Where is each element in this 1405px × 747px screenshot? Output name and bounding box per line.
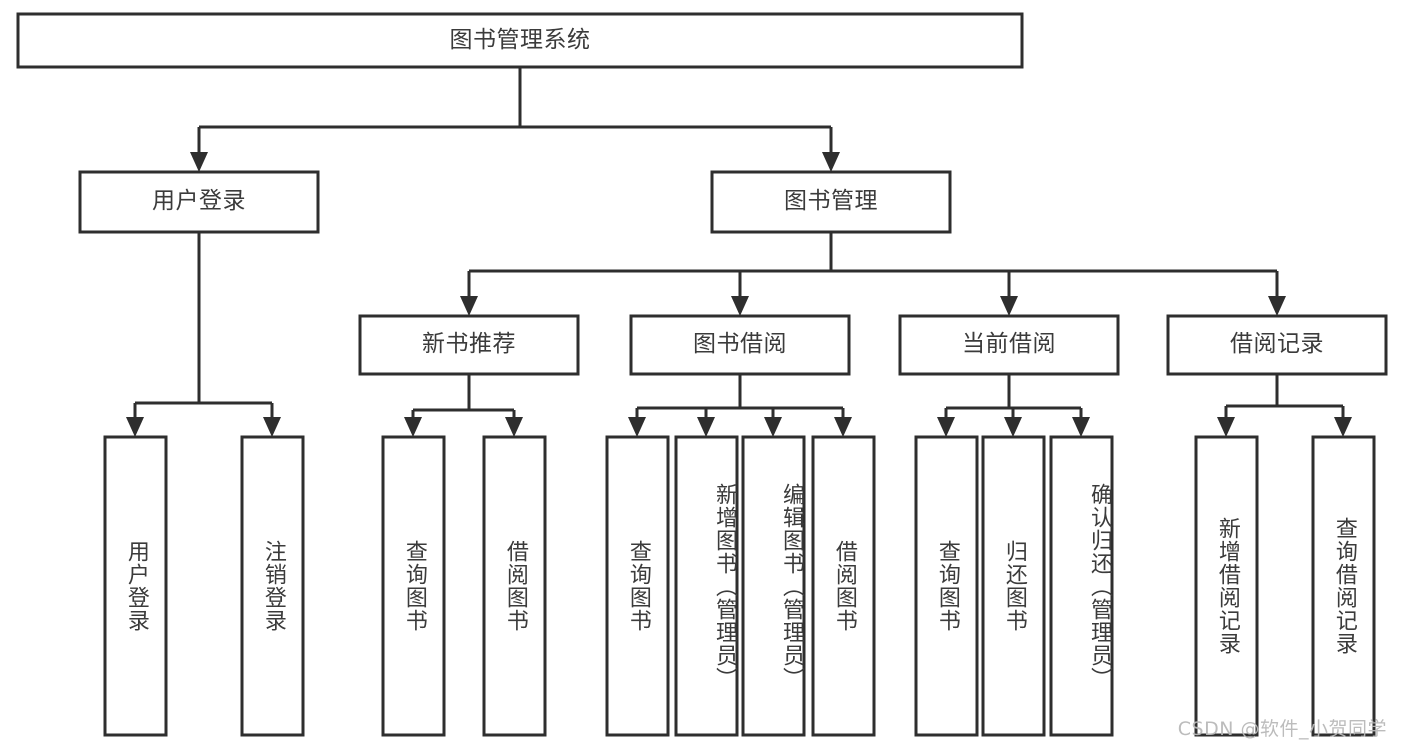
- node-box-leaf-query-book-3[interactable]: [914, 435, 979, 737]
- arrowhead-new-book-recommend: [460, 296, 478, 316]
- arrowhead-leaf-borrow-book-1: [505, 417, 523, 437]
- node-box-leaf-query-book-1[interactable]: [381, 435, 446, 737]
- arrowhead-leaf-confirm-return: [1072, 417, 1090, 437]
- arrowhead-leaf-query-book-3: [937, 417, 955, 437]
- node-boxes: [16, 12, 1388, 737]
- node-box-borrow-record[interactable]: [1166, 314, 1388, 376]
- node-box-leaf-borrow-book-1[interactable]: [482, 435, 547, 737]
- node-box-leaf-borrow-book-2[interactable]: [811, 435, 876, 737]
- arrowhead-user-login: [190, 152, 208, 172]
- csdn-watermark: CSDN @软件_小贺同学: [1177, 718, 1387, 740]
- node-box-leaf-user-login[interactable]: [103, 435, 168, 737]
- arrowhead-leaf-borrow-book-2: [834, 417, 852, 437]
- node-box-book-manage[interactable]: [710, 170, 952, 234]
- node-box-leaf-add-book[interactable]: [674, 435, 739, 737]
- node-box-leaf-query-book-2[interactable]: [605, 435, 670, 737]
- arrowhead-book-manage: [822, 152, 840, 172]
- arrowhead-leaf-add-record: [1217, 417, 1235, 437]
- arrowhead-current-borrow: [1000, 296, 1018, 316]
- node-box-root[interactable]: [16, 12, 1024, 69]
- node-box-leaf-confirm-return[interactable]: [1049, 435, 1114, 737]
- connectors: [126, 67, 1352, 437]
- arrowhead-leaf-add-book: [697, 417, 715, 437]
- arrowhead-borrow-record: [1268, 296, 1286, 316]
- arrowhead-leaf-query-book-2: [628, 417, 646, 437]
- arrowhead-book-borrow: [731, 296, 749, 316]
- node-box-new-book-recommend[interactable]: [358, 314, 580, 376]
- node-box-leaf-return-book[interactable]: [981, 435, 1046, 737]
- node-box-user-login[interactable]: [78, 170, 320, 234]
- arrowhead-leaf-edit-book: [764, 417, 782, 437]
- arrowhead-leaf-query-record: [1334, 417, 1352, 437]
- node-box-leaf-user-logout[interactable]: [240, 435, 305, 737]
- node-box-leaf-edit-book[interactable]: [741, 435, 806, 737]
- arrowhead-leaf-user-logout: [263, 417, 281, 437]
- arrowhead-leaf-query-book-1: [404, 417, 422, 437]
- arrowhead-leaf-user-login: [126, 417, 144, 437]
- node-box-current-borrow[interactable]: [898, 314, 1120, 376]
- node-box-leaf-query-record[interactable]: [1311, 435, 1376, 737]
- node-box-book-borrow[interactable]: [629, 314, 851, 376]
- arrowhead-leaf-return-book: [1004, 417, 1022, 437]
- node-box-leaf-add-record[interactable]: [1194, 435, 1259, 737]
